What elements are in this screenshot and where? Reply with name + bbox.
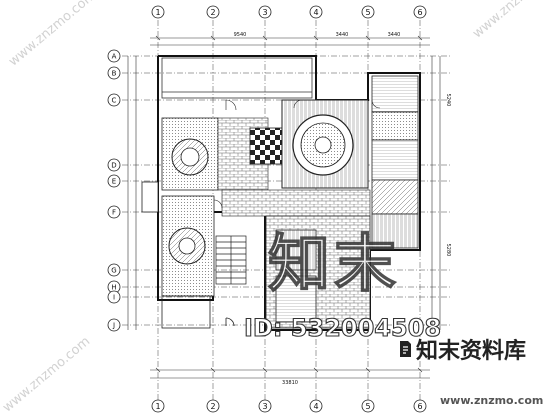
axis-col-3-bottom: 3 [262,402,267,411]
axis-row-d: D [111,162,116,170]
dimension-lines [127,35,441,379]
axis-col-6-top: 6 [417,8,422,17]
central-hall [221,189,371,217]
dim-top-2: 3440 [336,32,349,38]
dim-top-1: 9540 [234,32,247,38]
axis-col-5-top: 5 [365,8,370,17]
dim-top-3: 3440 [388,32,401,38]
axis-row-h: H [111,284,116,292]
watermark-id: ID: 532004508 [243,313,442,342]
axis-row-b: B [112,70,117,78]
watermark-logo-text: 知末 [267,226,401,300]
axis-col-1-top: 1 [155,8,160,17]
axis-col-5-bottom: 5 [365,402,370,411]
brand-logo-icon [400,341,411,357]
upper-left-area [161,57,313,99]
dim-bottom-total: 33810 [282,380,298,386]
axis-col-3-top: 3 [262,8,267,17]
axis-col-4-bottom: 4 [313,402,318,411]
dimension-labels: 9540 3440 3440 33810 5240 5280 [234,32,451,386]
axis-col-6-bottom: 6 [417,402,422,411]
column-axis-labels: 1 2 3 4 5 6 1 2 3 4 5 6 [155,8,422,411]
axis-row-c: C [112,97,117,105]
axis-row-e: E [112,178,116,186]
column-axis-markers [151,5,427,413]
dim-right-2: 5280 [445,244,451,257]
entry-area [161,295,235,329]
dining-room-left [161,117,219,191]
dining-room-lower-center [265,215,371,329]
stair [215,235,247,285]
axis-row-g: G [111,267,116,275]
axis-col-2-bottom: 2 [210,402,215,411]
right-rooms [371,75,419,249]
checker-floor [249,127,283,165]
axis-row-i: I [113,294,115,302]
axis-col-2-top: 2 [210,8,215,17]
watermark-url: www.znzmo.com [440,394,544,407]
door-swings [213,99,381,209]
axis-row-f: F [112,209,116,217]
axis-row-j: J [112,322,115,330]
axis-row-a: A [112,53,117,61]
dim-right-1: 5240 [445,94,451,107]
left-bay [141,181,159,213]
dining-room-lower-left [161,195,215,297]
row-axis-markers [107,49,121,332]
axis-col-4-top: 4 [313,8,318,17]
watermark-brand: 知末资料库 [416,339,527,364]
row-axis-labels: A B C D E F G H I J [111,53,116,330]
axis-col-1-bottom: 1 [155,402,160,411]
dining-room-center [281,99,369,189]
